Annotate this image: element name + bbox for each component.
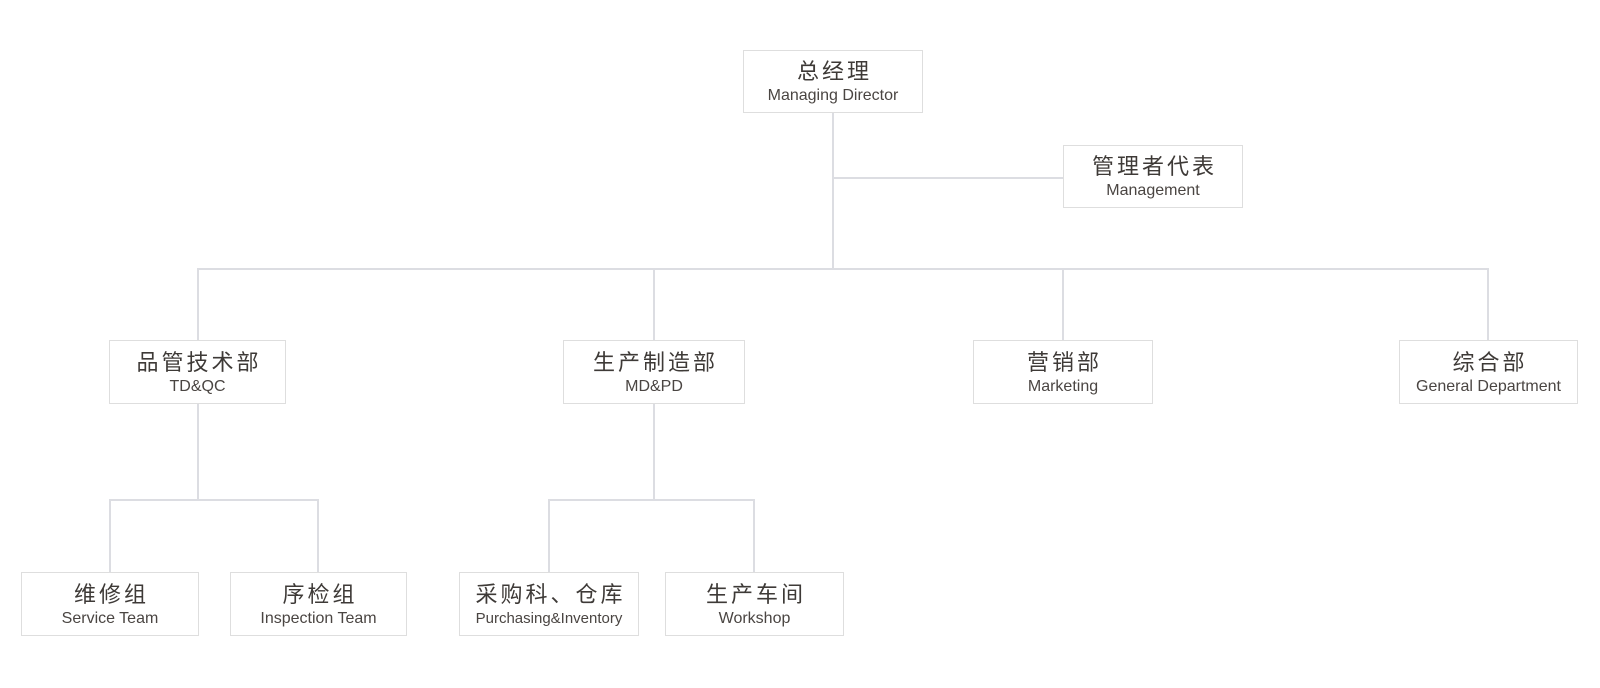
connector-drop-inspection-team (317, 499, 319, 572)
md-pd-subtitle-en: MD&PD (625, 377, 683, 395)
connector-drop-marketing (1062, 268, 1064, 340)
service-team-title-zh: 维修组 (73, 581, 149, 607)
purchasing-inventory-subtitle-en: Purchasing&Inventory (475, 609, 623, 627)
management-title-zh: 管理者代表 (1091, 154, 1217, 179)
connector-td-qc-bracket (109, 499, 319, 501)
connector-drop-general-department (1487, 268, 1489, 340)
connector-td-qc-stem (197, 404, 199, 499)
inspection-team-subtitle-en: Inspection Team (260, 609, 377, 627)
connector-drop-td-qc (197, 268, 199, 340)
org-node-inspection-team: 序检组 Inspection Team (230, 572, 407, 636)
workshop-title-zh: 生产车间 (705, 581, 806, 607)
workshop-subtitle-en: Workshop (718, 609, 791, 627)
purchasing-inventory-title-zh: 采购科、仓库 (475, 581, 626, 607)
org-node-td-qc: 品管技术部 TD&QC (109, 340, 286, 404)
org-node-marketing: 营销部 Marketing (973, 340, 1153, 404)
connector-drop-purchasing-inventory (548, 499, 550, 572)
inspection-team-title-zh: 序检组 (282, 581, 358, 607)
org-node-management: 管理者代表 Management (1063, 145, 1243, 208)
general-department-subtitle-en: General Department (1416, 377, 1561, 395)
org-node-managing-director: 总经理 Managing Director (743, 50, 923, 113)
org-node-general-department: 综合部 General Department (1399, 340, 1578, 404)
md-pd-title-zh: 生产制造部 (592, 349, 718, 375)
connector-md-pd-bracket (548, 499, 755, 501)
org-node-workshop: 生产车间 Workshop (665, 572, 844, 636)
management-subtitle-en: Management (1106, 182, 1200, 199)
managing-director-subtitle-en: Managing Director (767, 87, 899, 104)
marketing-subtitle-en: Marketing (1027, 377, 1099, 395)
connector-md-pd-stem (653, 404, 655, 499)
connector-drop-workshop (753, 499, 755, 572)
managing-director-title-zh: 总经理 (796, 59, 872, 84)
td-qc-subtitle-en: TD&QC (169, 377, 226, 395)
td-qc-title-zh: 品管技术部 (136, 349, 262, 375)
marketing-title-zh: 营销部 (1026, 349, 1102, 375)
connector-drop-service-team (109, 499, 111, 572)
org-node-purchasing-inventory: 采购科、仓库 Purchasing&Inventory (459, 572, 639, 636)
connector-management-branch (832, 177, 1063, 179)
service-team-subtitle-en: Service Team (61, 609, 159, 627)
org-node-md-pd: 生产制造部 MD&PD (563, 340, 745, 404)
connector-md-stem (832, 113, 834, 268)
general-department-title-zh: 综合部 (1452, 349, 1528, 375)
connector-main-rail (197, 268, 1489, 270)
connector-drop-md-pd (653, 268, 655, 340)
org-node-service-team: 维修组 Service Team (21, 572, 199, 636)
